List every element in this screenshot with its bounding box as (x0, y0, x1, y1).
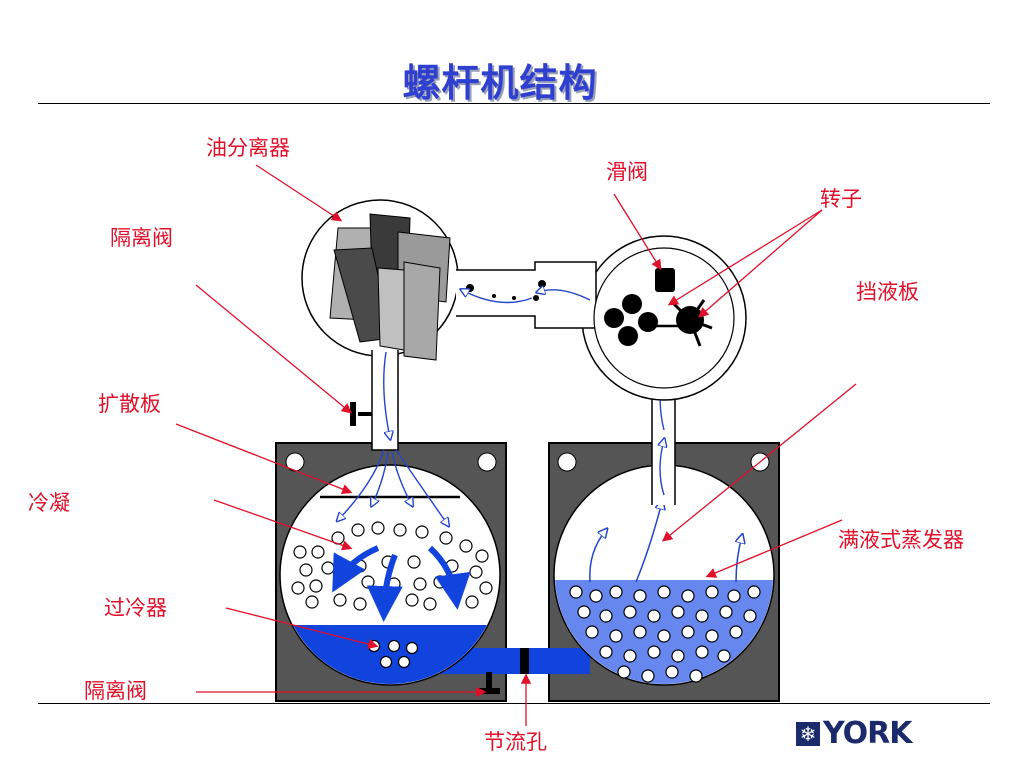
leader-lines (175, 164, 857, 726)
title-divider (38, 103, 990, 104)
evaporation-arrows (589, 502, 742, 583)
discharge-gas-arrows (462, 290, 591, 304)
separator-plates (329, 213, 451, 361)
label-isolation-valve-top: 隔离阀 (110, 226, 173, 250)
logo-text: YORK (823, 716, 913, 751)
female-rotor (670, 299, 713, 347)
compressor-discharge-pipe (456, 261, 597, 329)
discharge-arrows (338, 351, 448, 525)
label-slide-valve: 滑阀 (606, 160, 648, 184)
footer-divider (38, 703, 990, 704)
label-rotor: 转子 (820, 187, 862, 211)
evaporator-tubes (569, 585, 761, 683)
condensing-arrows (332, 545, 471, 622)
snowflake-icon: ❄ (796, 721, 820, 746)
label-oil-separator: 油分离器 (206, 136, 290, 160)
label-orifice: 节流孔 (484, 730, 547, 754)
label-condensing: 冷凝 (28, 491, 70, 515)
york-logo: ❄ YORK (796, 716, 913, 751)
label-baffle: 挡液板 (856, 280, 919, 304)
label-isolation-valve-bottom: 隔离阀 (84, 679, 147, 703)
label-flooded-evaporator: 满液式蒸发器 (838, 528, 964, 552)
rotor-casing (593, 247, 735, 389)
orifice-plate (520, 648, 529, 674)
slide-title: 螺杆机结构 (402, 61, 598, 105)
label-subcooler: 过冷器 (104, 596, 167, 620)
isolation-valve-bottom (478, 672, 500, 694)
slide-valve-block (655, 268, 675, 292)
label-diffuser: 扩散板 (98, 392, 161, 416)
isolation-valve-top (350, 402, 372, 426)
